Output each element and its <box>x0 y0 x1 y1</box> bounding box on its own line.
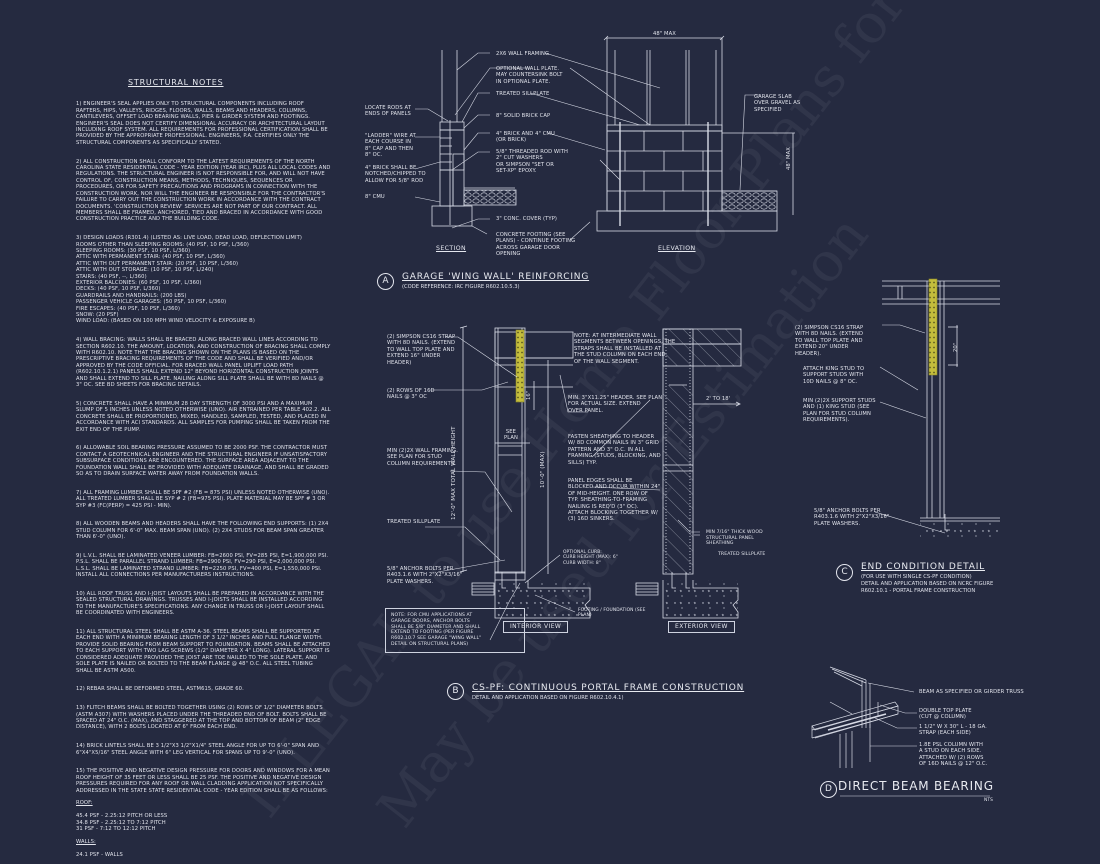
dim-total-wall-height: 12'-0" MAX TOTAL WALL HEIGHT <box>451 426 457 520</box>
dim-wall-10ft: 10'-0" (MAX) <box>540 451 546 488</box>
roof-pressures: 45.4 PSF - 2.25:12 PITCH OR LESS 34.8 PS… <box>76 813 168 833</box>
callout-concrete-footing: CONCRETE FOOTING (SEE PLANS) - CONTINUE … <box>496 232 576 258</box>
dim-48-max-side: 48" MAX <box>786 147 792 170</box>
callout-optional-curb: OPTIONAL CURB: CURB HEIGHT (MAX): 6" CUR… <box>563 550 618 566</box>
detail-a-subtitle: (CODE REFERENCE: IRC FIGURE R602.10.5.3) <box>402 284 520 290</box>
callout-optional-wall-plate: OPTIONAL WALL PLATE. MAY COUNTERSINK BOL… <box>496 66 563 85</box>
callout-beam-as-specified: BEAM AS SPECIFIED OR GIRDER TRUSS <box>919 689 1024 695</box>
callout-treated-sillplate-ext: TREATED SILLPLATE <box>718 552 766 557</box>
detail-d-leaders <box>867 682 917 747</box>
note-6: 6) ALLOWABLE SOIL BEARING PRESSURE ASSUM… <box>76 445 329 477</box>
cmu-note-box: NOTE: FOR CMU APPLICATIONS AT GARAGE DOO… <box>385 608 525 653</box>
detail-a-section <box>431 50 517 227</box>
callout-treated-sillplate-a: TREATED SILLPLATE <box>496 91 550 97</box>
callout-attach-king-stud: ATTACH KING STUD TO SUPPORT STUDS WITH 1… <box>803 366 865 385</box>
detail-a-title: GARAGE 'WING WALL' REINFORCING <box>402 272 590 282</box>
note-8: 8) ALL WOODEN BEAMS AND HEADERS SHALL HA… <box>76 521 329 541</box>
detail-d-title: DIRECT BEAM BEARING <box>838 779 994 793</box>
callout-2x6-framing: 2x6 WALL FRAMING <box>496 51 550 57</box>
callout-8-cmu: 8" CMU <box>365 194 385 200</box>
dim-20-inch: 20" <box>953 342 959 352</box>
callout-strap-18ga: 1 1/2" W x 30" L - 18 GA. STRAP (EACH SI… <box>919 724 987 737</box>
callout-garage-slab: GARAGE SLAB OVER GRAVEL AS SPECIFIED <box>754 94 801 113</box>
callout-fasten-sheathing: FASTEN SHEATHING TO HEADER W/ 8d COMMON … <box>568 434 661 466</box>
note-4: 4) WALL BRACING: WALLS SHALL BE BRACED A… <box>76 337 331 389</box>
detail-d-scale: NTS <box>984 798 994 803</box>
dim-48-max-top: 48" MAX <box>653 31 676 37</box>
callout-rows-16d: (2) ROWS OF 16d NAILS @ 3" OC <box>387 388 435 401</box>
callout-simpson-strap-b: (2) SIMPSON CS16 STRAP WITH 8d NAILS. (E… <box>387 334 456 366</box>
note-7: 7) ALL FRAMING LUMBER SHALL BE SPF #2 (F… <box>76 489 330 509</box>
note-10: 10) ALL ROOF TRUSS AND I-JOIST LAYOUTS S… <box>76 591 325 617</box>
note-14: 14) BRICK LINTELS SHALL BE 3 1/2"x3 1/2"… <box>76 743 320 756</box>
callout-min-wall-framing: MIN (2)2X WALL FRAMING. SEE PLAN FOR STU… <box>387 448 458 467</box>
detail-b-bubble: B <box>447 683 464 700</box>
detail-b-leaders <box>425 336 700 641</box>
callout-conc-cover: 3" CONC. COVER (TYP) <box>496 216 558 222</box>
callout-threaded-rod: 5/8" THREADED ROD WITH 2" CUT WASHERS OR… <box>496 149 569 175</box>
note-5: 5) CONCRETE SHALL HAVE A MINIMUM 28 DAY … <box>76 400 331 433</box>
note-9: 9) L.V.L. SHALL BE LAMINATED VENEER LUMB… <box>76 553 329 579</box>
elevation-label: ELEVATION <box>658 245 696 252</box>
detail-d-bubble: D <box>820 781 837 798</box>
callout-min-support-studs: MIN (2)2X SUPPORT STUDS AND (1) KING STU… <box>803 398 876 424</box>
detail-a-bubble: A <box>377 273 394 290</box>
callout-anchor-bolts-b: 5/8" ANCHOR BOLTS PER R403.1.6 WITH 2"x2… <box>387 566 463 585</box>
callout-min-header: MIN. 3"x11.25" HEADER. SEE PLAN FOR ACTU… <box>568 395 663 414</box>
note-12: 12) REBAR SHALL BE DEFORMED STEEL, ASTM6… <box>76 686 244 693</box>
detail-c-subtitle: (FOR USE WITH SINGLE CS-PF CONDITION) DE… <box>861 574 994 594</box>
note-2: 2) ALL CONSTRUCTION SHALL CONFORM TO THE… <box>76 158 331 223</box>
exterior-view-label: EXTERIOR VIEW <box>668 621 735 634</box>
callout-footing-foundation: FOOTING / FOUNDATION (SEE PLAN) <box>578 608 646 619</box>
structural-notes-title: STRUCTURAL NOTES <box>128 78 224 87</box>
callout-simpson-strap-c: (2) SIMPSON CS16 STRAP WITH 8d NAILS. (E… <box>795 325 864 357</box>
detail-c-bubble: C <box>836 564 853 581</box>
roof-heading: ROOF: <box>76 800 93 807</box>
dim-16-inch: 16" <box>526 390 532 400</box>
callout-wood-panel-sheathing: MIN 7/16" THICK WOOD STRUCTURAL PANEL SH… <box>706 530 763 547</box>
callout-treated-sillplate-b: TREATED SILLPLATE <box>387 519 441 525</box>
detail-b-subtitle: DETAIL AND APPLICATION BASED ON FIGURE R… <box>472 695 624 701</box>
detail-d-beam <box>811 666 899 768</box>
callout-double-top-plate: DOUBLE TOP PLATE (CUT @ COLUMN) <box>919 708 972 721</box>
callout-panel-edges: PANEL EDGES SHALL BE BLOCKED AND OCCUR W… <box>568 478 661 523</box>
detail-b-exterior <box>635 328 742 619</box>
interior-view-label: INTERIOR VIEW <box>503 621 569 634</box>
note-15: 15) THE POSITIVE AND NEGATIVE DESIGN PRE… <box>76 768 330 794</box>
see-plan-label: SEE PLAN <box>504 429 518 442</box>
callout-ladder-wire: "LADDER" WIRE AT EACH COURSE IN 8" CAP A… <box>365 133 416 159</box>
callout-psl-column: 1.8E PSL COLUMN WITH A STUD ON EACH SIDE… <box>919 742 988 768</box>
note-1: 1) ENGINEER'S SEAL APPLIES ONLY TO STRUC… <box>76 101 328 146</box>
callout-brick-notched: 4" BRICK SHALL BE NOTCHED/CHIPPED TO ALL… <box>365 165 426 184</box>
callout-brick-cmu: 4" BRICK AND 4" CMU (OR BRICK) <box>496 131 555 144</box>
drawing-linework <box>414 35 1000 797</box>
callout-anchor-bolts-c: 5/8" ANCHOR BOLTS PER R403.1.6 WITH 2"x2… <box>814 508 890 527</box>
callout-locate-rods: LOCATE RODS AT ENDS OF PANELS <box>365 105 411 118</box>
callout-brick-cap: 8" SOLID BRICK CAP <box>496 113 551 119</box>
note-13: 13) FLITCH BEAMS SHALL BE BOLTED TOGETHE… <box>76 705 327 731</box>
detail-a-elevation <box>596 35 795 232</box>
walls-heading: WALLS: <box>76 838 96 845</box>
detail-c-leaders <box>874 324 946 534</box>
detail-b-title: CS-PF: CONTINUOUS PORTAL FRAME CONSTRUCT… <box>472 683 745 693</box>
dim-2-to-18: 2' TO 18' <box>706 396 731 402</box>
detail-c-end-condition <box>882 280 1000 541</box>
detail-c-title: END CONDITION DETAIL <box>861 562 985 572</box>
walls-pressures: 24.1 PSF - WALLS <box>76 851 123 858</box>
structural-notes-body: 1) ENGINEER'S SEAL APPLIES ONLY TO STRUC… <box>76 95 331 864</box>
note-11: 11) ALL STRUCTURAL STEEL SHALL BE ASTM A… <box>76 629 331 674</box>
detail-a-leaders <box>414 52 760 241</box>
section-label: SECTION <box>436 245 467 252</box>
callout-intermediate-wall-note: NOTE: AT INTERMEDIATE WALL SEGMENTS BETW… <box>574 333 676 365</box>
note-3: 3) DESIGN LOADS (R301.4) (LISTED AS: LIV… <box>76 235 303 325</box>
